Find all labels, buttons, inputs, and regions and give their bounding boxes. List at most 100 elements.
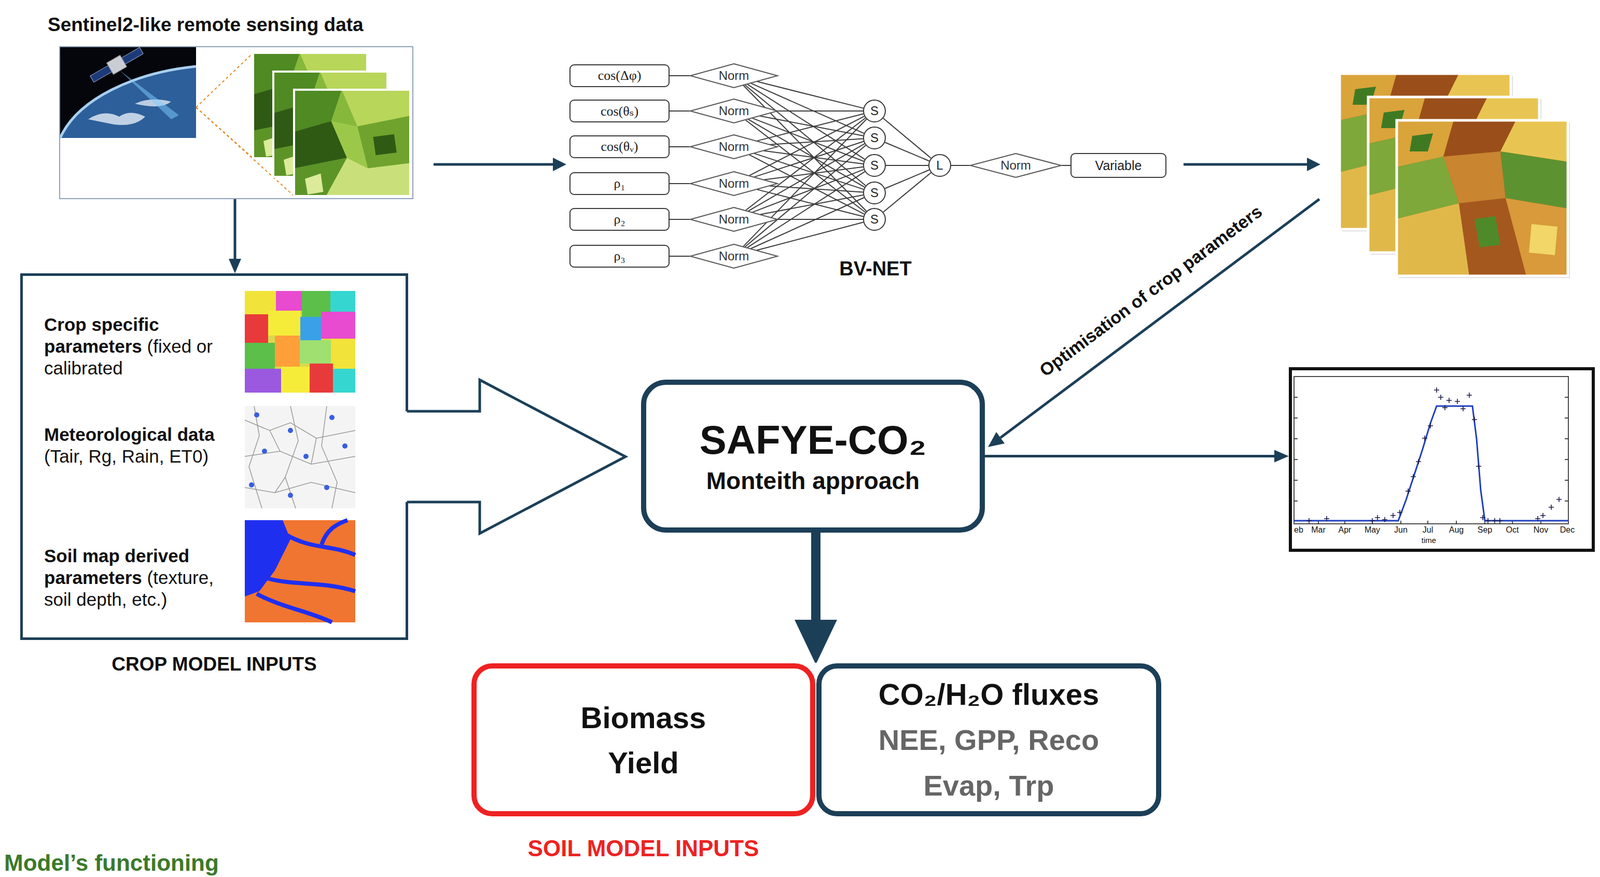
axis-tick-label: eb <box>1294 525 1304 535</box>
norm-diamond: Norm <box>689 243 778 269</box>
arrowhead <box>1274 450 1289 463</box>
arrow-label: Optimisation of crop parameters <box>1035 201 1266 381</box>
projection-lines-part <box>196 52 254 108</box>
crop-thumbnail-part <box>332 368 356 393</box>
neuron-circle: S <box>863 207 886 231</box>
connector <box>984 450 1289 463</box>
weather-thumbnail-part-part <box>287 492 294 498</box>
chart-plot-part <box>1294 397 1569 524</box>
diamond-label: Norm <box>718 139 750 155</box>
connector <box>407 380 626 534</box>
flow-arrows-part <box>1306 157 1321 172</box>
crop-thumbnail-part <box>300 316 322 341</box>
neuron-label: S <box>870 212 879 227</box>
input-name: Meteorological data <box>44 424 215 445</box>
connector-line <box>770 138 864 145</box>
parameter-maps-part <box>1396 120 1568 276</box>
satellite-photo <box>60 44 197 138</box>
neuron-label: S <box>870 130 879 146</box>
crop-thumbnail-part <box>244 290 356 393</box>
diamond-shape <box>690 99 778 123</box>
connector <box>757 81 864 108</box>
connector-line <box>951 164 970 166</box>
weather-thumbnail-part-part <box>269 430 317 493</box>
connector <box>885 165 929 166</box>
weather-thumbnail-part-part <box>244 482 356 493</box>
connector <box>744 145 866 247</box>
parameter-maps <box>1339 73 1570 278</box>
connector <box>884 142 929 162</box>
aerial-images <box>253 52 411 197</box>
soil-thumbnail-part-part <box>285 534 356 555</box>
model-subtitle: Monteith approach <box>706 466 920 496</box>
soil-thumbnail-part-part <box>267 578 356 592</box>
norm-diamond: Norm <box>689 63 778 89</box>
diamond-label: Norm <box>718 176 750 191</box>
weather-thumbnail-part-part <box>324 484 330 491</box>
connector-line <box>745 120 866 213</box>
weather-thumbnail-part-part <box>329 414 335 421</box>
flow-arrows-part <box>433 163 554 166</box>
diamond-label: Norm <box>718 103 750 119</box>
arrowhead <box>228 258 242 274</box>
box-caption: SOIL MODEL INPUTS <box>476 836 811 861</box>
output-name: Biomass <box>580 694 707 741</box>
connector-line <box>669 183 690 185</box>
connector-line <box>744 145 866 247</box>
axis-tick-label: Nov <box>1533 525 1549 535</box>
output-box: BiomassYieldSOIL MODEL INPUTS <box>471 663 816 817</box>
soil-thumbnail-part <box>256 520 356 623</box>
weather-thumbnail-part-part <box>244 451 356 465</box>
connector-line <box>757 81 864 108</box>
connector-line <box>885 164 929 166</box>
axis-tick-label: Dec <box>1560 525 1575 535</box>
soil-thumbnail <box>244 520 356 623</box>
satellite-photo-part <box>119 70 179 120</box>
satellite-photo-part-part <box>121 47 144 64</box>
aerial-images-part <box>294 89 410 197</box>
chart-frame: ebMarAprMayJunJulAugSepOctNovDectime <box>1288 367 1595 552</box>
diamond-label: Norm <box>718 68 750 83</box>
diamond-shape <box>970 153 1062 178</box>
crop-thumbnail-part <box>309 363 333 393</box>
connector <box>745 120 866 213</box>
axis-title: time <box>1421 536 1437 545</box>
flow-arrows-part <box>1000 199 1320 438</box>
crop-thumbnail-part <box>275 290 302 311</box>
norm-diamond: Norm <box>689 98 778 124</box>
connector <box>777 110 864 112</box>
weather-thumbnail-part-part <box>244 420 356 439</box>
crop-thumbnail-part <box>299 340 331 364</box>
crop-thumbnail-part <box>274 335 300 367</box>
diamond-label: Norm <box>718 248 750 264</box>
axis-tick-label: May <box>1364 525 1381 535</box>
panel-heading: Sentinel2-like remote sensing data <box>47 14 364 36</box>
inputs-panel: Crop specific parameters(fixed or calibr… <box>20 273 409 640</box>
input-box: cos(θᵥ) <box>569 135 670 159</box>
output-detail: NEE, GPP, Reco <box>878 717 1099 763</box>
chart-plot-part <box>1294 406 1569 521</box>
output-name: Yield <box>607 740 679 786</box>
connector <box>669 256 690 257</box>
connector-line <box>811 532 820 622</box>
axis-tick-label: Oct <box>1506 525 1520 535</box>
weather-thumbnail-part-part <box>285 406 299 509</box>
block-arrow <box>407 380 626 534</box>
connector-line <box>883 172 931 213</box>
connector <box>756 222 864 251</box>
crop-thumbnail-part <box>244 342 275 369</box>
chart-plot <box>1294 376 1569 524</box>
axis-tick-label: Aug <box>1449 525 1464 535</box>
input-box: cos(Δφ) <box>569 64 670 88</box>
neuron-label: L <box>936 158 943 173</box>
satellite-photo-part <box>60 66 197 138</box>
connector-line <box>757 189 864 217</box>
connector-line <box>669 146 690 148</box>
aerial-images-part <box>294 89 411 197</box>
input-description: Soil map derived parameters(texture, soi… <box>44 545 239 611</box>
soil-thumbnail-part-part <box>256 593 332 623</box>
neuron-label: S <box>870 158 879 173</box>
connector-line <box>669 110 690 112</box>
connector <box>757 113 864 141</box>
flow-arrows-part <box>552 157 567 172</box>
